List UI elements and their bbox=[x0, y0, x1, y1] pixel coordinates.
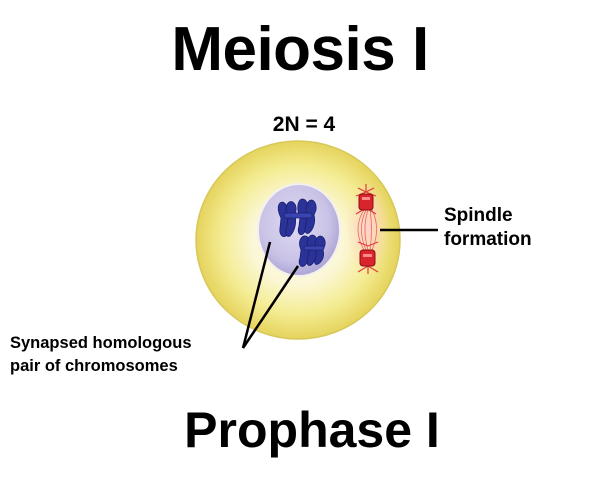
centriole-lower bbox=[357, 241, 379, 274]
ploidy-label: 2N = 4 bbox=[272, 113, 336, 136]
synapsed-chromosomes-label: Synapsed homologous pair of chromosomes bbox=[10, 334, 192, 375]
chromosome-pair-lower bbox=[298, 234, 326, 267]
synapsed-leader-line-lower bbox=[241, 265, 300, 349]
spindle-glow bbox=[346, 180, 390, 276]
centriole-upper bbox=[355, 184, 377, 215]
diagram-title: Meiosis I bbox=[171, 15, 429, 84]
spindle-formation-label: Spindle formation bbox=[444, 205, 532, 250]
stage-title: Prophase I bbox=[184, 402, 440, 458]
synapsed-leader-line-upper bbox=[241, 241, 272, 349]
chromosome-pair-upper bbox=[277, 198, 317, 237]
